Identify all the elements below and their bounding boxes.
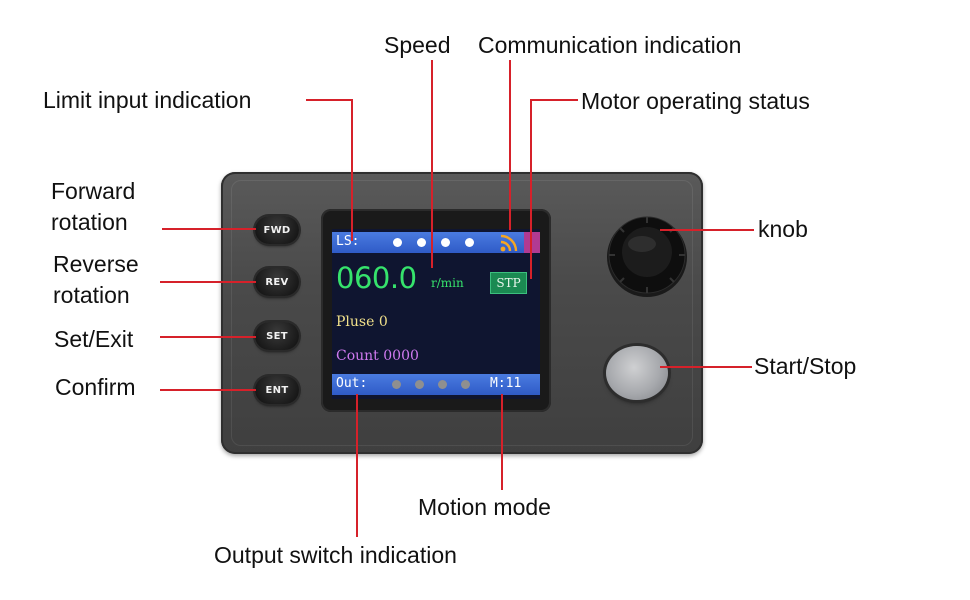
output-indicator-1 [392, 380, 401, 389]
fwd-button[interactable]: FWD [255, 216, 299, 244]
leader-motor-status-v [530, 99, 532, 279]
label-forward-rotation: Forward rotation [51, 176, 135, 238]
lcd-screen: LS: 060.0 r/min STP Pluse 0 Count 0000 O… [332, 229, 540, 399]
limit-indicator-4 [465, 238, 474, 247]
pulse-value: 0 [378, 314, 388, 330]
label-reverse-rotation-line2: rotation [53, 282, 130, 308]
ent-button[interactable]: ENT [255, 376, 299, 404]
output-indicator-4 [461, 380, 470, 389]
leader-motor-status-h [530, 99, 578, 101]
output-indicator-3 [438, 380, 447, 389]
start-stop-button[interactable] [606, 346, 668, 400]
count-label: Count [336, 348, 379, 364]
label-motor-operating-status: Motor operating status [581, 88, 810, 114]
output-label: Out: [336, 376, 368, 391]
signal-marker [524, 232, 540, 253]
output-indicator-2 [415, 380, 424, 389]
leader-motion-mode [501, 394, 503, 490]
limit-label: LS: [336, 234, 360, 249]
leader-output-switch [356, 394, 358, 537]
pulse-label: Pluse [336, 314, 375, 330]
label-speed: Speed [384, 32, 451, 58]
count-value: 0000 [383, 348, 419, 364]
limit-indicator-3 [441, 238, 450, 247]
label-set-exit: Set/Exit [54, 326, 134, 352]
leader-reverse [160, 281, 256, 283]
leader-limit-v [351, 99, 353, 241]
leader-knob [660, 229, 754, 231]
label-reverse-rotation: Reverse rotation [53, 249, 139, 311]
label-communication-indication: Communication indication [478, 32, 742, 58]
leader-communication-v [509, 60, 511, 230]
leader-forward [162, 228, 256, 230]
motion-mode-value: M:11 [490, 376, 522, 391]
speed-value: 060.0 [336, 261, 417, 295]
motor-status-badge: STP [490, 272, 527, 294]
rev-button[interactable]: REV [255, 268, 299, 296]
label-reverse-rotation-line1: Reverse [53, 251, 139, 277]
leader-start-stop [660, 366, 752, 368]
wifi-signal-icon [500, 234, 518, 252]
label-forward-rotation-line2: rotation [51, 209, 128, 235]
count-row: Count 0000 [336, 347, 419, 365]
label-start-stop: Start/Stop [754, 353, 857, 379]
bottom-status-bar: Out: M:11 [332, 374, 540, 395]
label-limit-input-indication: Limit input indication [43, 87, 252, 113]
leader-limit-h [306, 99, 352, 101]
leader-confirm [160, 389, 256, 391]
top-status-bar: LS: [332, 232, 540, 253]
label-output-switch-indication: Output switch indication [214, 542, 457, 568]
label-forward-rotation-line1: Forward [51, 178, 136, 204]
leader-set [160, 336, 256, 338]
label-knob: knob [758, 216, 808, 242]
leader-speed-v [431, 60, 433, 268]
label-motion-mode: Motion mode [418, 494, 551, 520]
knob[interactable] [602, 210, 692, 300]
limit-indicator-2 [417, 238, 426, 247]
set-button[interactable]: SET [255, 322, 299, 350]
limit-indicator-1 [393, 238, 402, 247]
label-confirm: Confirm [55, 374, 136, 400]
speed-unit: r/min [431, 276, 464, 290]
pulse-row: Pluse 0 [336, 313, 388, 331]
